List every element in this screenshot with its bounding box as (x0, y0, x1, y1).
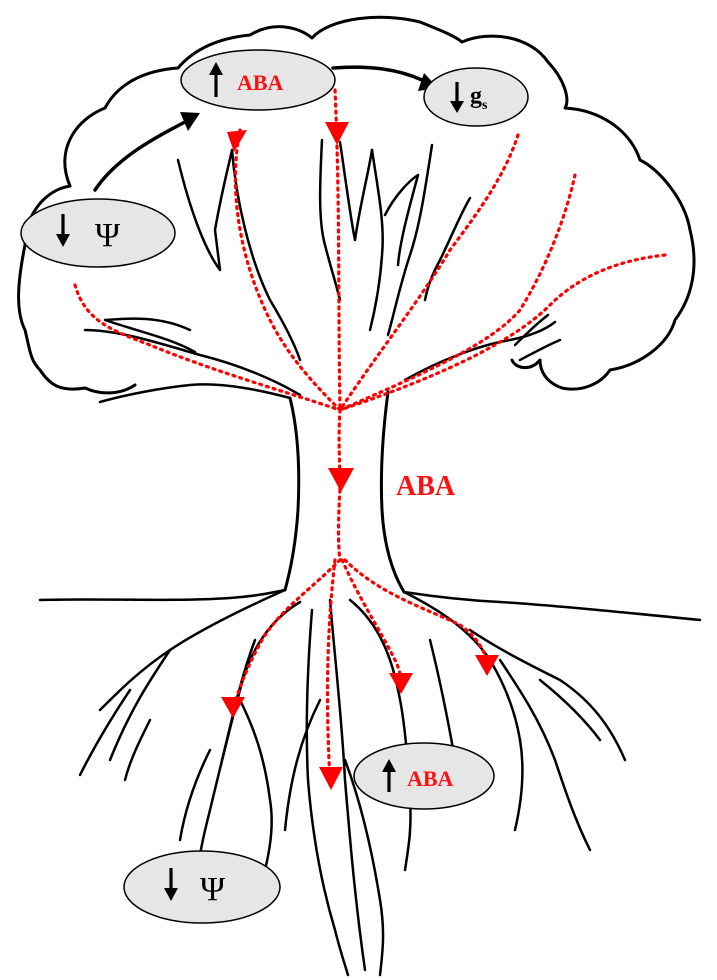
branch-right-leaf (515, 315, 560, 360)
branch-left-leaf (105, 319, 195, 352)
bubble-gs: gs (424, 68, 528, 126)
flow-arrowhead-root-1 (221, 697, 245, 718)
bubble-psi-leaf: Ψ (21, 199, 175, 267)
psi-leaf-label: Ψ (95, 217, 120, 254)
branch-right-2 (385, 175, 418, 265)
signal-arrow-aba-to-gs (333, 67, 422, 80)
flow-arrowhead-root-3 (389, 673, 413, 694)
aba-top-label: ABA (237, 70, 284, 95)
branch-right-3 (388, 145, 432, 335)
gs-main-label: g (470, 83, 482, 109)
flow-arrowhead-canopy-left (227, 130, 247, 152)
gs-subscript-label: s (482, 98, 488, 113)
flow-arrowhead-root-4 (475, 655, 499, 676)
psi-root-label: Ψ (200, 871, 225, 908)
aba-flow-paths (75, 90, 665, 780)
trunk-left-edge (285, 398, 299, 590)
flow-arrowhead-root-2 (319, 767, 343, 790)
branch-center-2 (320, 140, 340, 300)
bubble-aba-root: ABA (354, 743, 494, 809)
aba-trunk-label: ABA (396, 471, 456, 502)
aba-root-label: ABA (407, 766, 454, 791)
bubble-aba-top: ABA (181, 50, 335, 110)
branch-right-1 (370, 150, 383, 330)
bubble-psi-root: Ψ (124, 851, 280, 923)
branch-center-left (178, 150, 232, 270)
flow-arrowhead-trunk (328, 468, 354, 492)
branch-right-4 (425, 198, 470, 300)
branch-center (232, 150, 300, 360)
branch-center-3 (340, 142, 372, 240)
flow-arrowhead-canopy-center (325, 122, 349, 145)
signal-arrow-psi-to-aba (95, 122, 185, 190)
